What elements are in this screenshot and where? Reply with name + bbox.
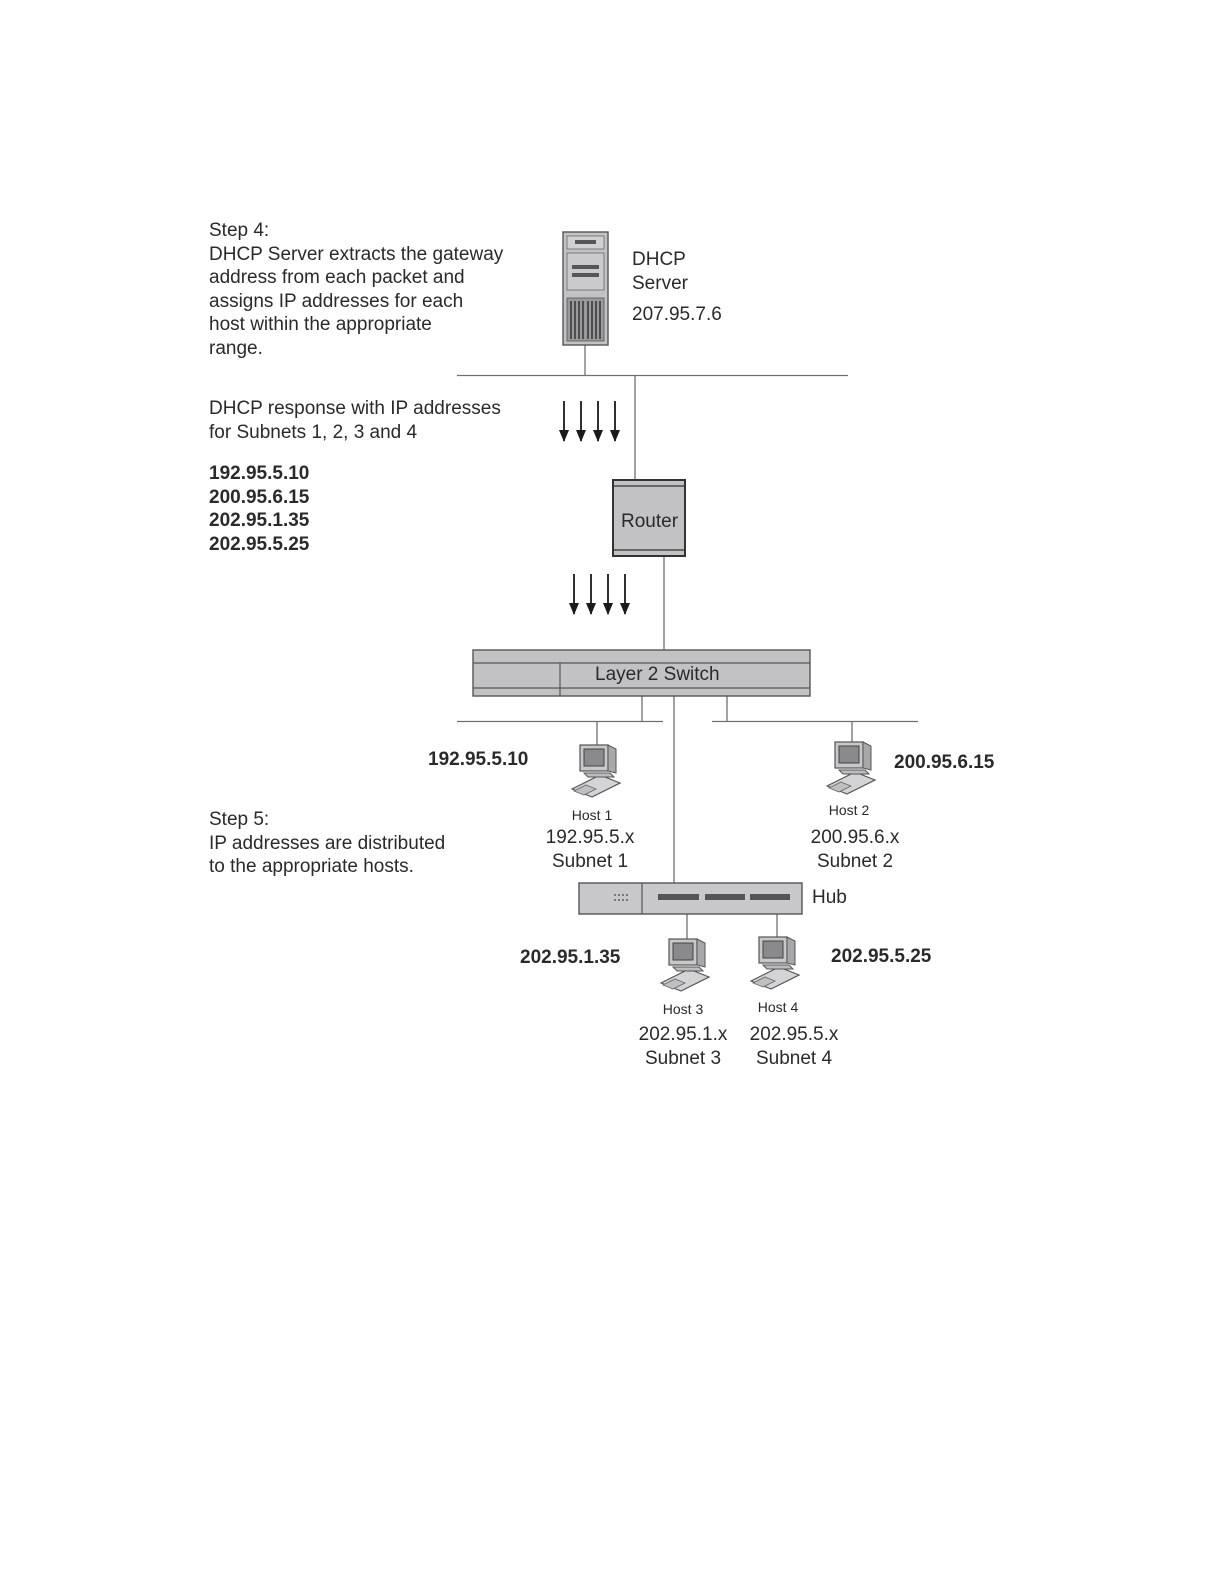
host3-assigned-ip: 202.95.1.35	[520, 947, 621, 968]
host3-subnet-ip: 202.95.1.x	[638, 1024, 728, 1045]
hub-icon	[578, 882, 803, 915]
host3-computer-icon	[660, 938, 710, 992]
host1-name: Host 1	[571, 807, 613, 823]
response-address-3: 202.95.1.35	[209, 510, 310, 531]
dhcp-server-name-1: DHCP	[632, 249, 686, 270]
dhcp-server-ip: 207.95.7.6	[632, 304, 722, 325]
dhcp-response-address-list: 192.95.5.10 200.95.6.15 202.95.1.35 202.…	[209, 462, 309, 556]
host2-assigned-ip: 200.95.6.15	[894, 752, 995, 773]
host4-subnet-info: 202.95.5.x Subnet 4	[734, 1023, 854, 1070]
host2-subnet: Subnet 2	[816, 850, 894, 872]
step4-line-4: host within the appropriate	[209, 314, 432, 335]
dhcp-server-label: DHCP Server	[632, 248, 688, 295]
host4-subnet: Subnet 4	[755, 1047, 833, 1069]
host1-subnet-ip: 192.95.5.x	[545, 827, 635, 848]
step4-heading: Step 4:	[209, 220, 270, 241]
dhcp-server-name-2: Server	[632, 272, 688, 294]
dhcp-response-line-1: DHCP response with IP addresses	[209, 398, 501, 419]
host1-computer-icon	[571, 744, 621, 798]
host1-subnet: Subnet 1	[551, 850, 629, 872]
host4-subnet-ip: 202.95.5.x	[749, 1024, 839, 1045]
host2-subnet-info: 200.95.6.x Subnet 2	[795, 826, 915, 873]
step4-line-2: address from each packet and	[209, 267, 465, 288]
switch-label: Layer 2 Switch	[595, 664, 720, 685]
dhcp-response-arrows-upper	[559, 401, 620, 442]
host2-subnet-ip: 200.95.6.x	[810, 827, 900, 848]
step4-line-3: assigns IP addresses for each	[209, 290, 464, 312]
host3-subnet-info: 202.95.1.x Subnet 3	[623, 1023, 743, 1070]
response-address-2: 200.95.6.15	[209, 486, 310, 508]
host4-assigned-ip: 202.95.5.25	[831, 946, 932, 967]
server-tower-icon	[562, 231, 609, 346]
dhcp-response-text: DHCP response with IP addresses for Subn…	[209, 397, 501, 444]
host1-assigned-ip: 192.95.5.10	[428, 749, 529, 770]
host3-name: Host 3	[662, 1001, 704, 1017]
step4-block: Step 4: DHCP Server extracts the gateway…	[209, 219, 503, 360]
router-label: Router	[621, 511, 679, 532]
dhcp-response-line-2: for Subnets 1, 2, 3 and 4	[209, 421, 418, 443]
network-links	[457, 345, 918, 946]
host4-name: Host 4	[757, 999, 799, 1015]
router-box	[612, 479, 686, 557]
host1-subnet-info: 192.95.5.x Subnet 1	[530, 826, 650, 873]
step5-block: Step 5: IP addresses are distributed to …	[209, 808, 445, 879]
host4-computer-icon	[750, 936, 800, 990]
layer2-switch-box	[472, 649, 811, 697]
host2-computer-icon	[826, 741, 876, 795]
host2-name: Host 2	[828, 802, 870, 818]
dhcp-response-arrows-lower	[569, 574, 630, 615]
host3-subnet: Subnet 3	[644, 1047, 722, 1069]
step5-heading: Step 5:	[209, 809, 270, 830]
step4-line-5: range.	[209, 337, 263, 359]
response-address-4: 202.95.5.25	[209, 533, 310, 555]
hub-label: Hub	[812, 887, 847, 908]
step5-line-2: to the appropriate hosts.	[209, 856, 414, 877]
step5-line-1: IP addresses are distributed	[209, 832, 446, 854]
response-address-1: 192.95.5.10	[209, 463, 310, 484]
step4-line-1: DHCP Server extracts the gateway	[209, 243, 504, 265]
